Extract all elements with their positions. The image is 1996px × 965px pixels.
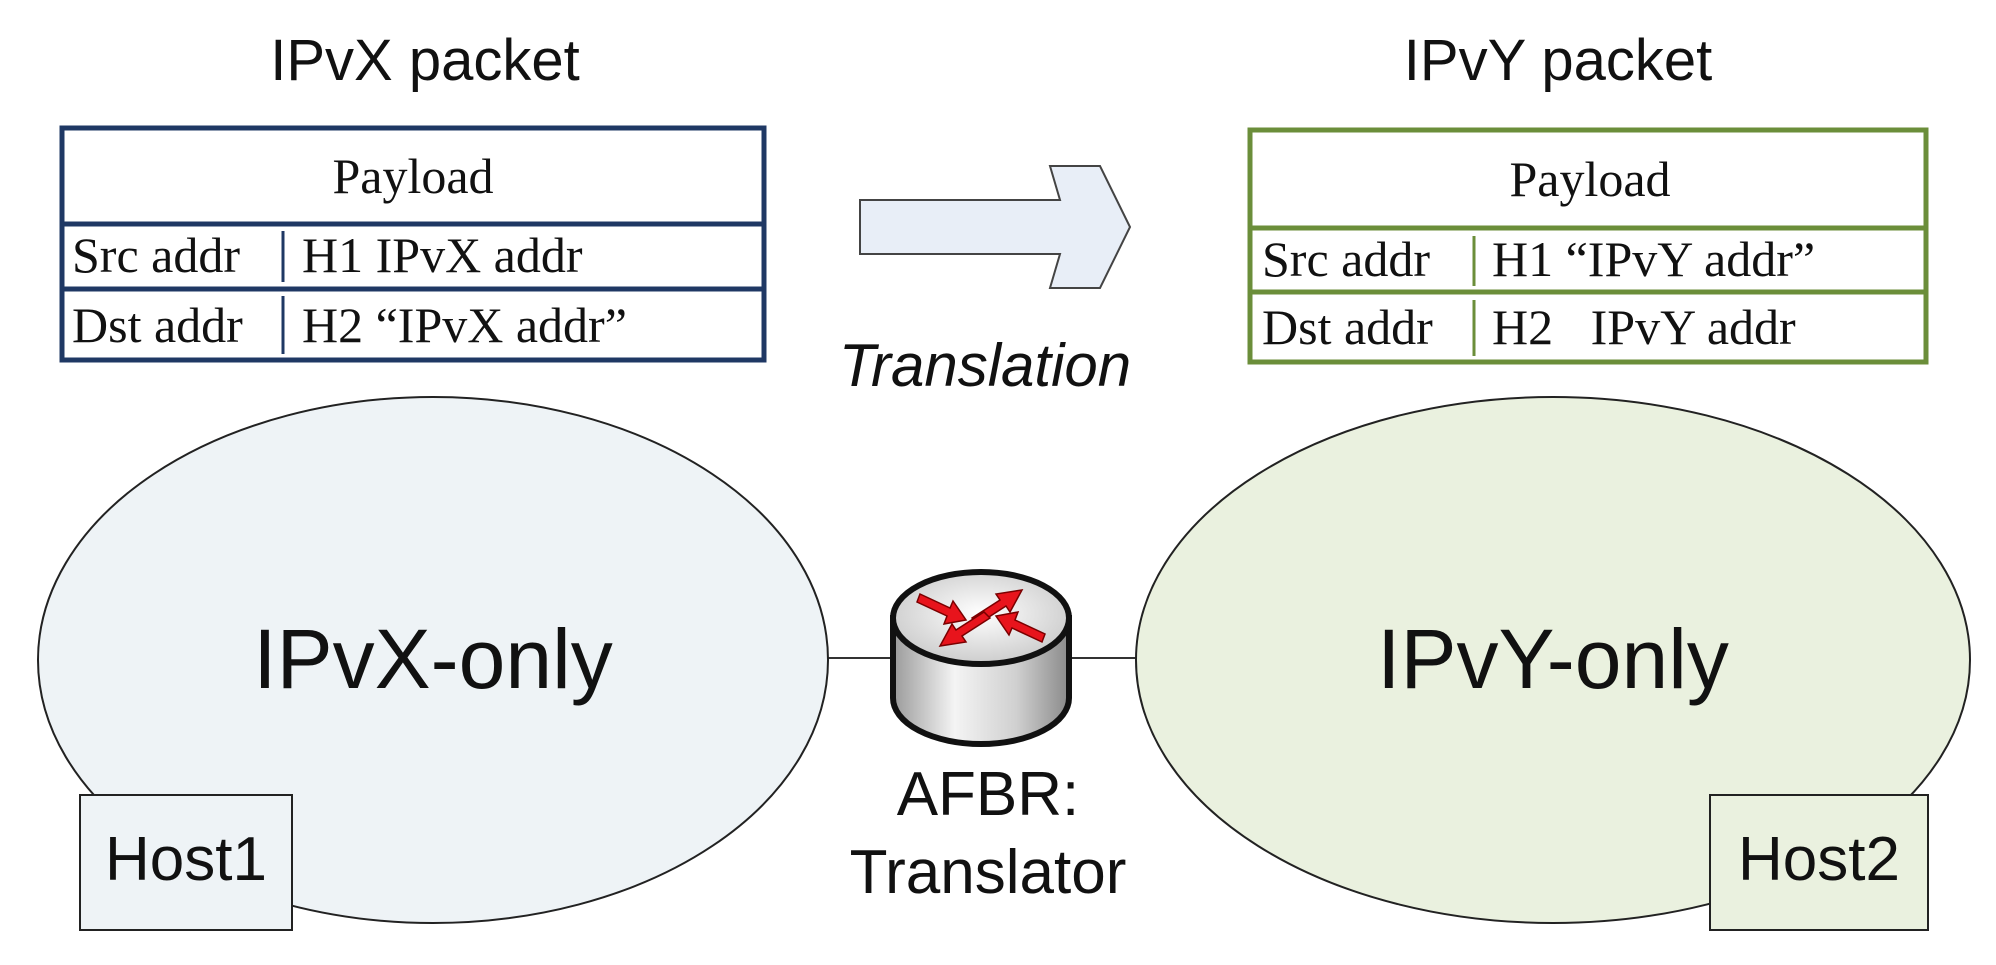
- ipvx-network: [37, 396, 829, 924]
- translation-arrow: [859, 165, 1132, 289]
- left-payload-label: Payload: [332, 148, 493, 204]
- host1-box: [79, 794, 293, 931]
- ipvy-network: [1135, 396, 1971, 924]
- right-packet-title: IPvY packet: [1404, 28, 1712, 93]
- left-packet-table: Payload Src addr H1 IPvX addr Dst addr H…: [59, 125, 767, 363]
- left-dst-field: Dst addr: [72, 297, 243, 353]
- router-label-line1: AFBR:: [897, 760, 1080, 829]
- host2-label: Host2: [1738, 825, 1900, 894]
- left-packet-title: IPvX packet: [270, 28, 579, 93]
- router-label-line2: Translator: [850, 838, 1127, 907]
- right-src-field: Src addr: [1262, 231, 1430, 287]
- right-dst-field: Dst addr: [1262, 299, 1433, 355]
- translation-label: Translation: [839, 332, 1131, 399]
- router-icon: [890, 569, 1072, 747]
- left-dst-value: H2 “IPvX addr”: [302, 297, 627, 353]
- right-packet-table: Payload Src addr H1 “IPvY addr” Dst addr…: [1247, 127, 1929, 365]
- left-src-value: H1 IPvX addr: [302, 227, 583, 283]
- host2-box: [1709, 794, 1929, 931]
- ipvy-network-label: IPvY-only: [1377, 612, 1729, 706]
- right-src-value: H1 “IPvY addr”: [1492, 231, 1815, 287]
- left-src-field: Src addr: [72, 227, 240, 283]
- right-payload-label: Payload: [1509, 151, 1670, 207]
- host1-label: Host1: [105, 825, 267, 894]
- ipvx-network-label: IPvX-only: [253, 612, 612, 706]
- right-dst-value: H2 IPvY addr: [1492, 299, 1796, 355]
